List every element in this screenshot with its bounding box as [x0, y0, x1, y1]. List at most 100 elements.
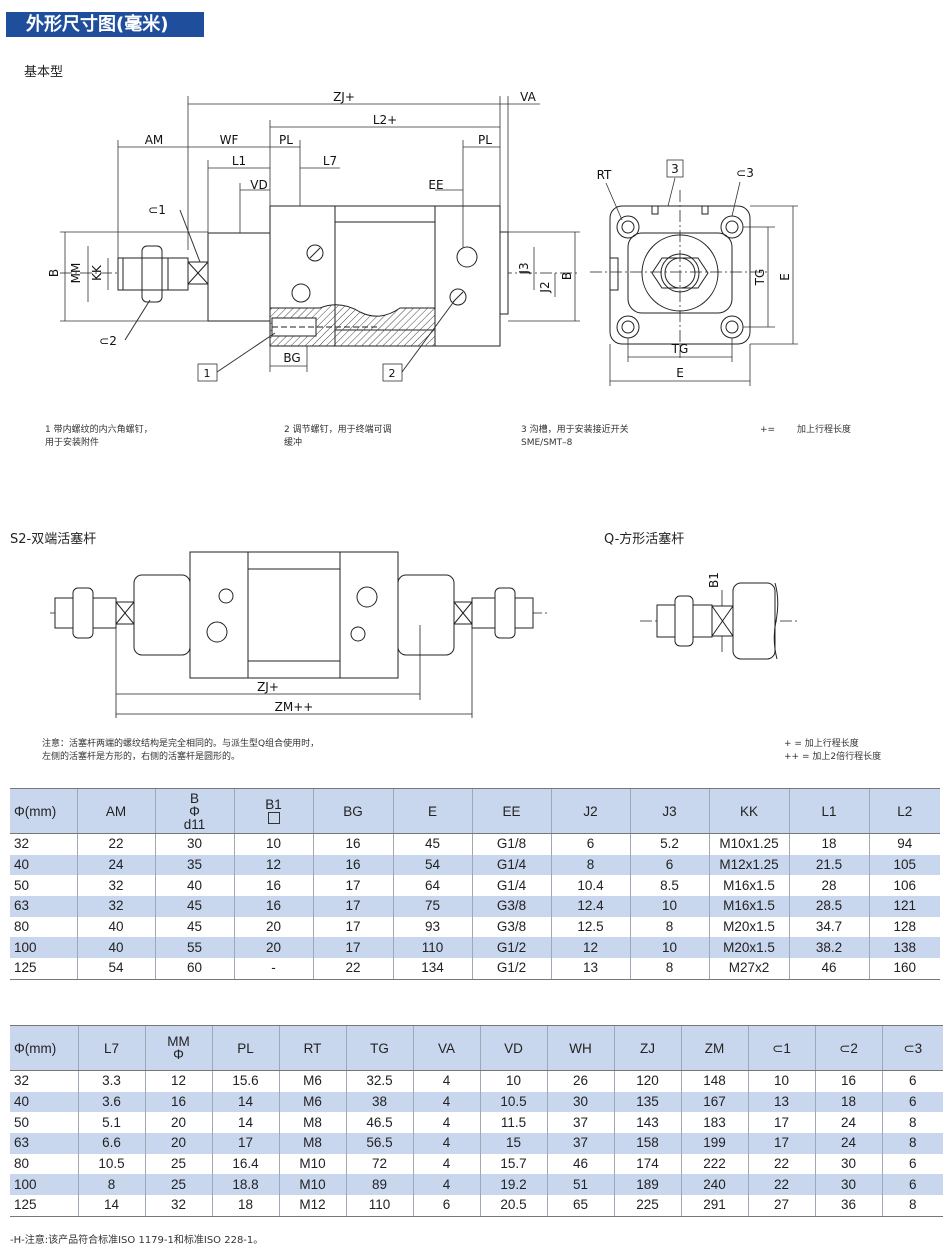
table-cell: 51: [546, 1174, 614, 1196]
table-cell: 10: [629, 937, 709, 959]
table-cell: 10.4: [550, 875, 630, 897]
table-cell: 8: [629, 958, 709, 980]
square-icon: [267, 812, 280, 825]
table-cell: 40: [76, 937, 155, 959]
table-cell: M20x1.5: [708, 916, 789, 938]
table-cell: 30: [814, 1153, 882, 1175]
table-cell: 18: [211, 1195, 279, 1217]
dim-wf: WF: [220, 133, 239, 147]
table-cell: 17: [312, 875, 393, 897]
table-cell: 16: [814, 1070, 882, 1092]
basic-type-drawing: ZJ+ VA L2+ AM WF PL PL L1 L7 VD EE BG ⊂1…: [47, 90, 798, 386]
table-cell: 183: [680, 1112, 748, 1134]
table-cell: 28: [788, 875, 869, 897]
table-cell: G1/4: [471, 875, 551, 897]
table-cell: M10: [278, 1153, 346, 1175]
note-3: 3 沟槽，用于安装接近开关 SME/SMT–8: [521, 425, 629, 448]
col-rt: RT: [278, 1025, 346, 1071]
table-cell: 6.6: [77, 1133, 145, 1154]
s2-double-rod-drawing: ZJ+ ZM++ B1: [50, 551, 800, 718]
table-cell: 32: [76, 896, 155, 917]
table-cell: 4: [412, 1153, 480, 1175]
dim-l1: L1: [232, 154, 246, 168]
table-cell: M20x1.5: [708, 937, 789, 959]
table-cell: 40: [154, 875, 234, 897]
table-cell: M8: [278, 1133, 346, 1154]
table-cell: 12: [144, 1070, 212, 1092]
table-cell: 32: [14, 836, 30, 852]
caution-note: 注意：活塞杆两端的螺纹结构是完全相同的。与派生型Q组合使用时， 左侧的活塞杆是方…: [42, 739, 320, 762]
table-cell: 37: [546, 1112, 614, 1134]
table-cell: 8: [881, 1112, 943, 1134]
table-cell: M27x2: [708, 958, 789, 980]
table-cell: 8: [881, 1133, 943, 1154]
table-cell: M10x1.25: [708, 833, 789, 855]
table-cell: 75: [392, 896, 472, 917]
col-kk: KK: [708, 788, 789, 834]
table-cell: 4: [412, 1133, 480, 1154]
table-cell: 6: [881, 1153, 943, 1175]
section-basic-label: 基本型: [24, 65, 64, 80]
table-cell: 106: [868, 875, 940, 897]
col-ee: EE: [471, 788, 551, 834]
dim-l2: L2+: [373, 113, 397, 127]
table-cell: 16: [144, 1091, 212, 1113]
dim-mm: MM: [69, 263, 83, 284]
table-cell: 158: [613, 1133, 681, 1154]
table-cell: 21.5: [788, 854, 869, 876]
col-l2: L2: [868, 788, 940, 834]
table-cell: 72: [345, 1153, 413, 1175]
table-cell: 24: [814, 1112, 882, 1134]
table-cell: 291: [680, 1195, 748, 1217]
table-cell: 110: [345, 1195, 413, 1217]
table-cell: 17: [312, 896, 393, 917]
note-2: 2 调节螺钉，用于终端可调 缓冲: [284, 425, 392, 448]
callout-1: 1: [204, 367, 211, 380]
dim-j2: J2: [538, 281, 552, 293]
table-cell: 8: [550, 854, 630, 876]
section-s2-label: S2-双端活塞杆: [10, 532, 97, 547]
col-diameter: Φ(mm): [10, 788, 77, 834]
table-cell: 30: [546, 1091, 614, 1113]
table-cell: 121: [868, 896, 940, 917]
table-cell: 4: [412, 1091, 480, 1113]
table-cell: 45: [154, 896, 234, 917]
col-b1: B1: [233, 788, 313, 834]
col-e: E: [392, 788, 472, 834]
table-cell: 125: [10, 958, 77, 980]
table-cell: 10: [479, 1070, 547, 1092]
table-cell: 5.1: [77, 1112, 145, 1134]
table-cell: 120: [613, 1070, 681, 1092]
table-cell: 4: [412, 1070, 480, 1092]
table-cell: 15.6: [211, 1070, 279, 1092]
callout-2: 2: [389, 367, 396, 380]
table-cell: 14: [211, 1091, 279, 1113]
table-cell: 22: [76, 833, 155, 855]
col-pl: PL: [211, 1025, 279, 1071]
table-cell: 12.4: [550, 896, 630, 917]
col-wh: WH: [546, 1025, 614, 1071]
table-cell: M6: [278, 1091, 346, 1113]
table-cell: 15.7: [479, 1153, 547, 1175]
table-cell: 24: [76, 854, 155, 876]
footer-note: -H-注意:该产品符合标准ISO 1179-1和标准ISO 228-1。: [10, 1235, 264, 1246]
table-cell: 50: [14, 877, 30, 893]
table-cell: 110: [392, 937, 472, 959]
col-wrench2: ⊂2: [814, 1025, 882, 1071]
table-cell: 40: [76, 916, 155, 938]
table-cell: 56.5: [345, 1133, 413, 1154]
table-cell: 20: [144, 1133, 212, 1154]
table-cell: 125: [10, 1195, 78, 1217]
table-cell: 3.3: [77, 1070, 145, 1092]
dim-zm: ZM++: [275, 700, 314, 714]
table-cell: 22: [312, 958, 393, 980]
table-cell: 6: [881, 1091, 943, 1113]
